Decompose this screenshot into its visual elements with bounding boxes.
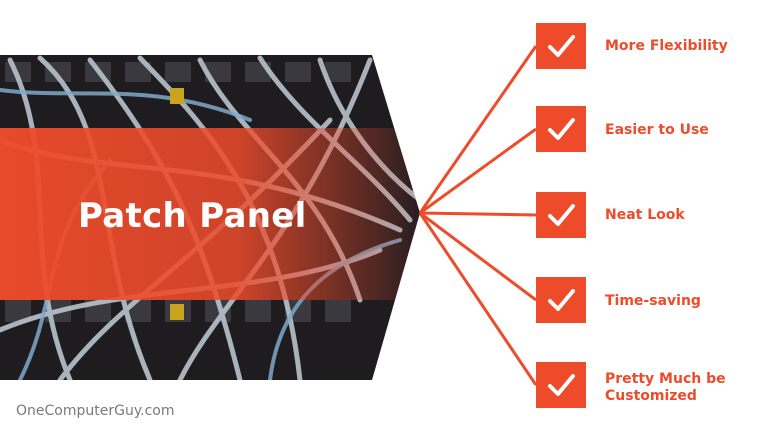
benefit-label: Time-saving: [605, 293, 701, 309]
benefit-label: Neat Look: [605, 207, 685, 223]
checkmark-icon: [536, 192, 586, 238]
benefit-label: Easier to Use: [605, 122, 709, 138]
connector-line: [419, 211, 537, 217]
page-title: Patch Panel: [78, 196, 307, 236]
connector-line: [419, 211, 537, 302]
checkmark-icon: [536, 362, 586, 408]
checkmark-icon: [536, 277, 586, 323]
site-credit: OneComputerGuy.com: [16, 403, 175, 419]
connector-line: [418, 212, 538, 386]
benefit-label: Pretty Much be Customized: [605, 371, 726, 404]
benefit-label: More Flexibility: [605, 38, 728, 54]
connector-line: [419, 127, 537, 215]
checkmark-icon: [536, 106, 586, 152]
checkmark-icon: [536, 23, 586, 69]
connector-line: [418, 45, 538, 214]
